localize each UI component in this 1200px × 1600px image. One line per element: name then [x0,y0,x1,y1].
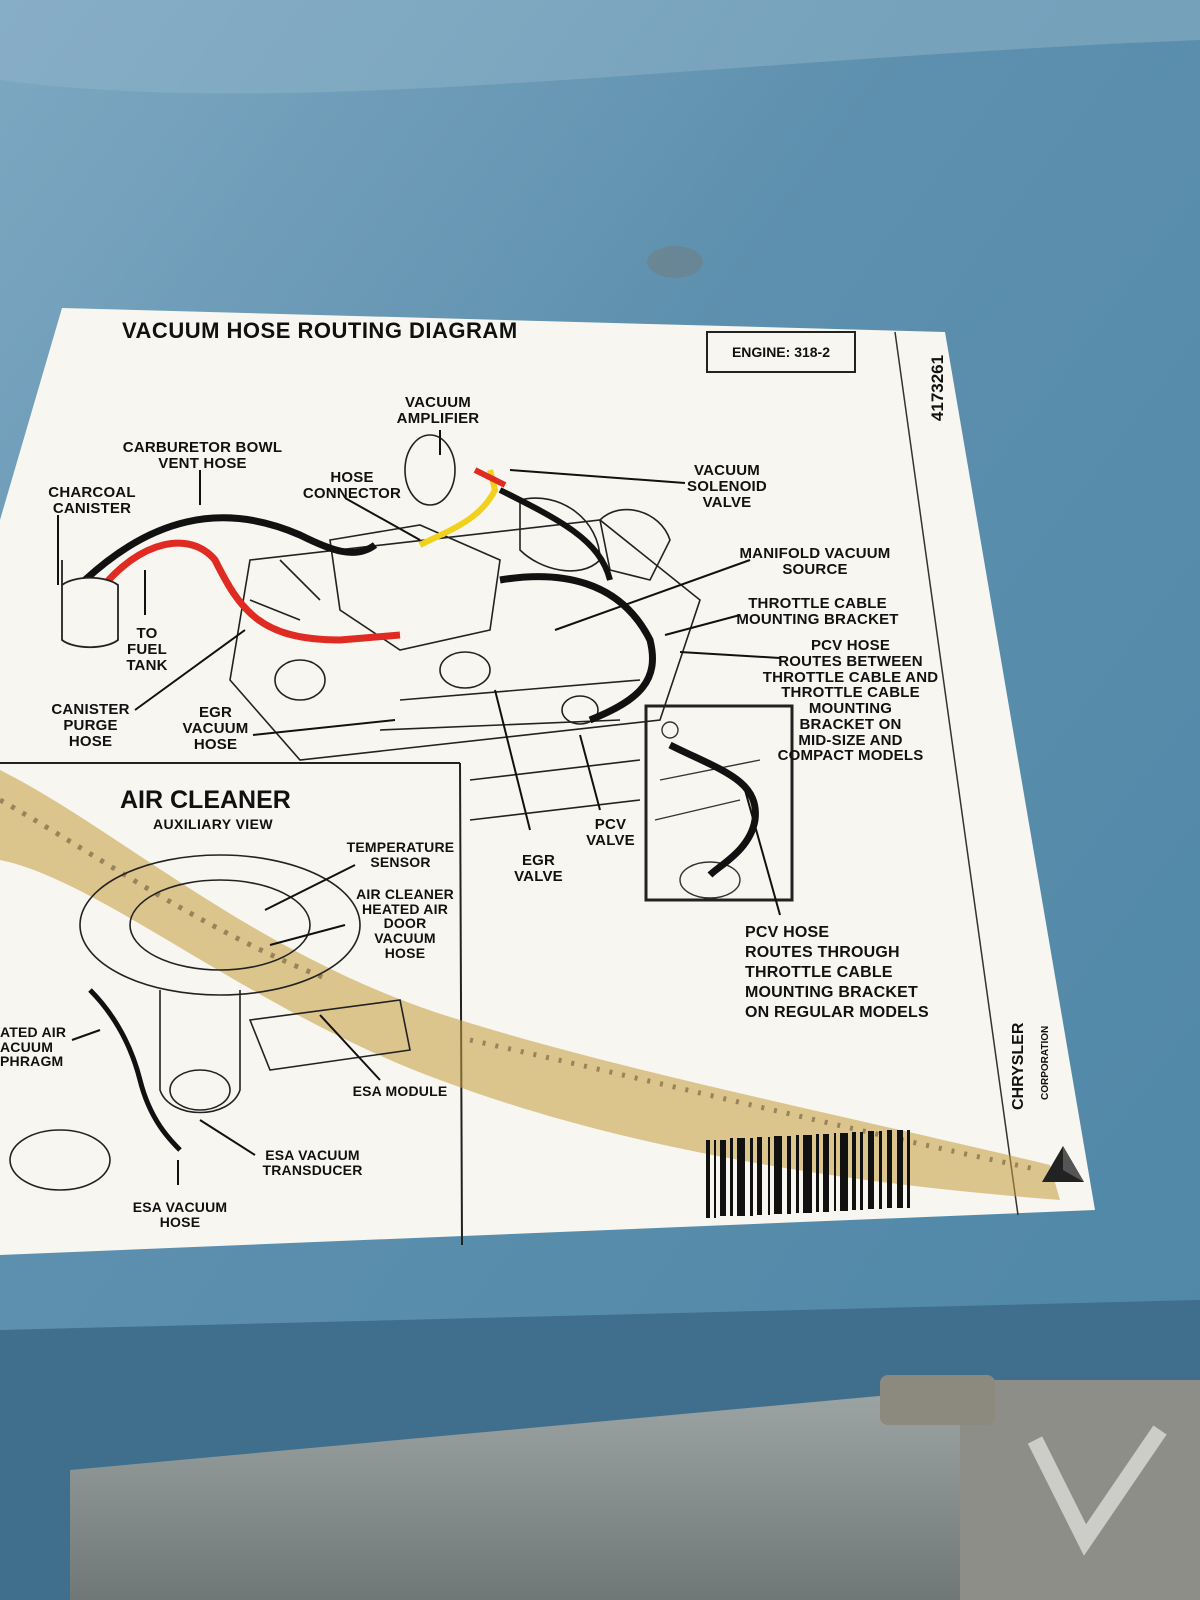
label-esa-vacuum-transducer: ESA VACUUM TRANSDUCER [262,1147,363,1178]
label-canister-purge-hose: CANISTER PURGE HOSE [51,701,130,750]
part-number: 4173261 [928,354,948,422]
label-pcv-hose-midsize: PCV HOSE ROUTES BETWEEN THROTTLE CABLE A… [762,637,939,765]
paint-chip [647,246,703,278]
solenoid-vacuum-hose [498,487,613,581]
label-heated-air-door-hose: AIR CLEANER HEATED AIR DOOR VACUUM HOSE [356,886,454,961]
air-cleaner-leader-lines [71,864,381,1185]
hood-latch-bracket [70,1395,960,1600]
label-pcv-valve: PCV VALVE [586,816,635,849]
esa-vacuum-hose-drawing [88,988,182,1152]
bracket-bolt [880,1375,995,1425]
label-egr-valve: EGR VALVE [514,852,563,885]
rust-pits-2 [469,1037,1041,1173]
right-frame-line [894,331,1019,1216]
air-cleaner-subtitle: AUXILIARY VIEW [153,816,273,832]
label-sticker [0,308,1095,1255]
solenoid-red-hose [473,467,507,488]
label-carburetor-bowl-vent-hose: CARBURETOR BOWL VENT HOSE [122,439,283,472]
canister-purge-hose [97,539,401,644]
hood-highlight [0,0,1200,94]
label-manifold-vacuum-source: MANIFOLD VACUUM SOURCE [739,545,891,578]
pcv-hose [499,573,656,724]
inset-right-line [459,762,463,1246]
label-throttle-cable-mounting-bracket: THROTTLE CABLE MOUNTING BRACKET [736,595,899,628]
yellow-hose [418,469,499,548]
air-cleaner-title: AIR CLEANER [120,786,291,814]
rust-pits [0,797,331,983]
carb-bowl-vent-hose [82,514,378,583]
label-hose-connector: HOSE CONNECTOR [302,469,402,502]
watermark-logo [1027,1425,1167,1556]
label-vacuum-solenoid-valve: VACUUM SOLENOID VALVE [687,462,767,511]
engine-code-box: ENGINE: 318-2 [706,331,856,373]
pcv-inset-hose [668,741,759,878]
rust-stain [0,770,1060,1200]
label-pcv-hose-regular: PCV HOSE ROUTES THROUGH THROTTLE CABLE M… [745,924,929,1021]
diagram-title: VACUUM HOSE ROUTING DIAGRAM [122,318,518,343]
pcv-inset-box [644,704,794,902]
leader-lines [57,430,781,916]
label-esa-vacuum-hose: ESA VACUUM HOSE [132,1199,228,1230]
pentastar-logo [1042,1146,1084,1182]
label-temperature-sensor: TEMPERATURE SENSOR [346,839,455,870]
label-heated-air-diaphragm: ATED AIR ACUUM PHRAGM [0,1024,67,1070]
brand-subtitle: CORPORATION [1040,1025,1051,1100]
brand-name: CHRYSLER [1010,1022,1027,1110]
label-vacuum-amplifier: VACUUM AMPLIFIER [396,394,480,427]
pcv-inset-drawing [654,721,761,899]
air-cleaner-drawing [9,854,411,1191]
label-esa-module: ESA MODULE [352,1083,448,1099]
label-to-fuel-tank: TO FUEL TANK [126,625,168,674]
label-charcoal-canister: CHARCOAL CANISTER [48,484,136,517]
label-egr-vacuum-hose: EGR VACUUM HOSE [182,704,249,753]
charcoal-canister-drawing [61,560,119,649]
barcode [706,1130,910,1218]
